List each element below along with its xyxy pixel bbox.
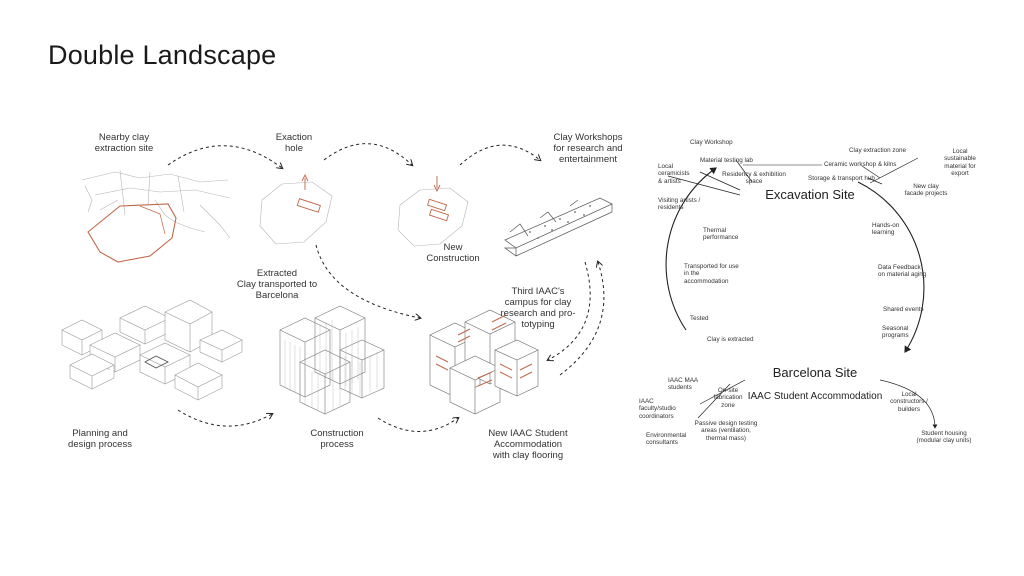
label-hands-on: Hands-on learning xyxy=(872,222,900,237)
label-visiting-artists: Visiting artists / residents xyxy=(658,197,701,212)
label-third-campus: Third IAAC's campus for clay research an… xyxy=(500,286,576,330)
label-residency: Residency & exhibition space xyxy=(722,171,786,186)
clay-flooring-accents xyxy=(435,314,533,387)
label-material-testing: Material testing lab xyxy=(700,157,753,164)
label-new-accommodation: New IAAC Student Accommodation with clay… xyxy=(488,428,568,461)
excavation-site-title: Excavation Site xyxy=(765,187,855,202)
exaction-hole-map xyxy=(259,181,333,245)
label-extracted-clay: Extracted Clay transported to Barcelona xyxy=(236,268,318,301)
new-construction-map xyxy=(397,187,469,247)
cycle-circle xyxy=(665,164,925,353)
label-clay-workshops: Clay Workshops for research and entertai… xyxy=(553,132,623,165)
label-thermal-performance: Thermal performance xyxy=(703,227,739,242)
label-onsite-fabrication: On-site fabrication zone xyxy=(713,387,743,409)
label-student-housing: Student housing (modular clay units) xyxy=(916,430,972,445)
new-accommodation-model xyxy=(429,309,539,415)
label-exaction-hole: Exaction hole xyxy=(275,132,313,154)
label-ceramic-workshop: Ceramic workshop & kilns xyxy=(824,161,897,168)
barcelona-site-name: Barcelona Site xyxy=(772,365,858,380)
barcelona-site-subtitle: IAAC Student Accommodation xyxy=(747,391,883,402)
label-storage-transport: Storage & transport hub xyxy=(808,175,875,182)
label-data-feedback: Data Feedback on material aging xyxy=(878,264,927,279)
label-clay-workshop: Clay Workshop xyxy=(690,139,733,146)
label-transported-use: Transported for use in the accommodation xyxy=(684,263,739,285)
page-title: Double Landscape xyxy=(48,40,277,70)
planning-massing-model xyxy=(61,299,243,401)
label-clay-is-extracted: Clay is extracted xyxy=(707,336,754,343)
label-passive-design: Passive design testing areas (ventilatio… xyxy=(694,420,758,442)
nearby-clay-site-map xyxy=(81,169,231,239)
label-local-sustainable: Local sustainable material for export xyxy=(944,148,976,178)
flow-arrows xyxy=(167,143,605,432)
label-planning: Planning and design process xyxy=(68,428,132,450)
label-environmental: Environmental consultants xyxy=(646,432,687,447)
construction-scaffold-grid xyxy=(284,320,378,411)
label-iaac-faculty: IAAC faculty/studio coordinators xyxy=(639,398,676,420)
label-iaac-maa: IAAC MAA students xyxy=(668,377,699,392)
label-new-construction: New Construction xyxy=(426,242,480,264)
clay-extraction-boundary xyxy=(87,203,177,263)
label-tested: Tested xyxy=(690,315,709,322)
label-local-constructors: Local constructors / builders xyxy=(890,391,928,413)
connector-lines xyxy=(667,157,938,429)
clay-workshop-building xyxy=(503,197,613,257)
label-clay-extraction-zone: Clay extraction zone xyxy=(849,147,907,154)
clay-workshop-dots xyxy=(529,205,591,239)
label-seasonal-programs: Seasonal programs xyxy=(882,325,909,340)
label-nearby-clay-site: Nearby clay extraction site xyxy=(94,132,154,154)
label-new-clay-facade: New clay facade projects xyxy=(904,183,948,198)
label-local-ceramicists: Local ceramicists & artists xyxy=(658,163,690,185)
label-shared-events: Shared events xyxy=(883,306,924,313)
barcelona-site-title: Barcelona Site IAAC Student Accommodatio… xyxy=(740,355,890,415)
label-construction-process: Construction process xyxy=(310,428,364,450)
